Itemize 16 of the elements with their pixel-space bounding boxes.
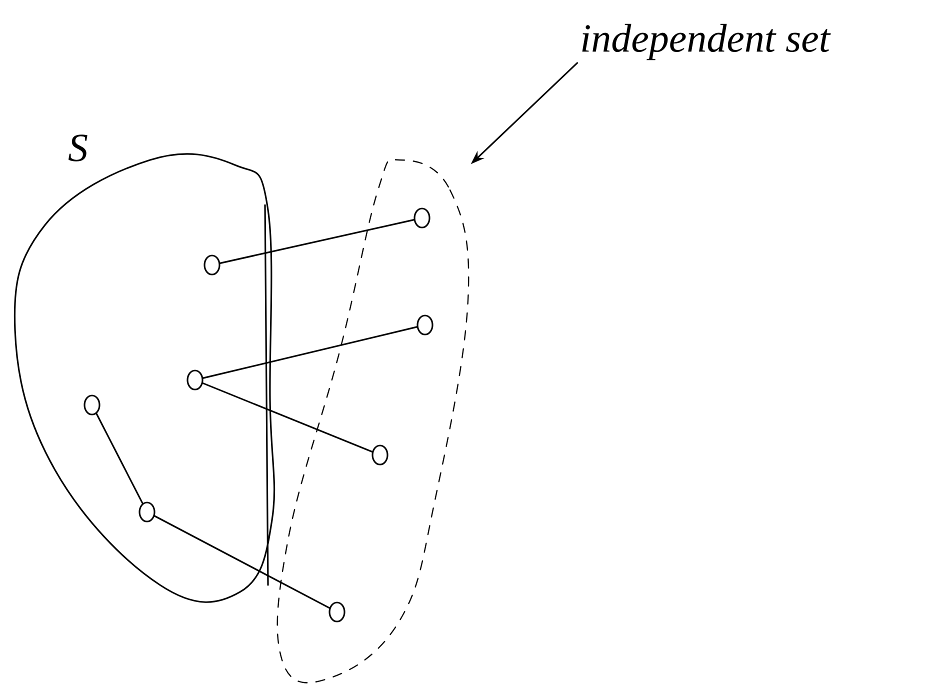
dashed-region [276, 158, 470, 684]
vertex [204, 254, 220, 276]
vertex [138, 502, 156, 522]
edge [202, 326, 418, 379]
handwritten-label: independent set [582, 24, 831, 60]
edge [202, 382, 373, 453]
vertex [84, 394, 100, 416]
vertex [186, 370, 204, 390]
edge [96, 412, 144, 504]
edge [219, 219, 415, 264]
vertex [372, 444, 388, 466]
edge [154, 515, 330, 609]
set-outline: S [14, 134, 276, 603]
vertex [414, 208, 430, 228]
vertex [416, 314, 434, 336]
vertex [328, 602, 346, 622]
